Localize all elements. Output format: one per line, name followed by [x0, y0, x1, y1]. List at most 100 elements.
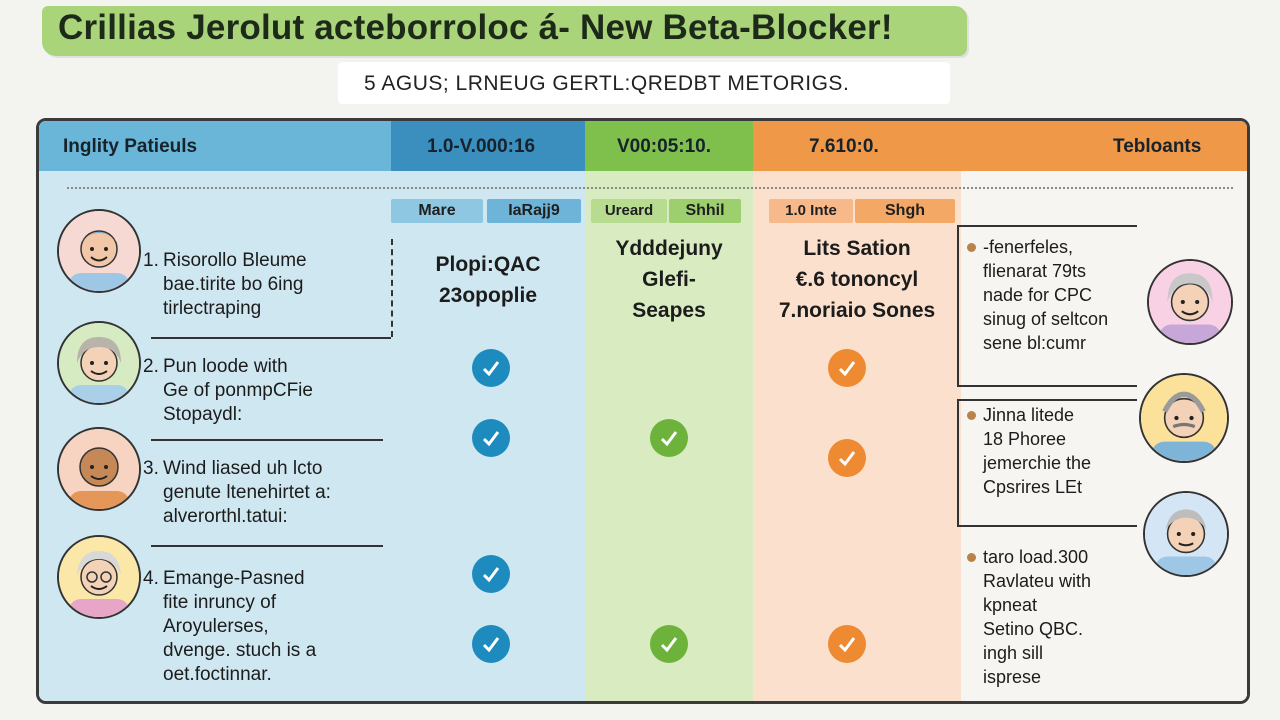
tag-blue-a: Mare — [391, 199, 483, 223]
column-header-notes: Tebloants — [1113, 136, 1202, 157]
list-item: 3. Wind liased uh lcto genute ltenehirte… — [143, 457, 393, 529]
person-avatar-icon — [1145, 493, 1227, 575]
item-line: alverorthl.tatui: — [163, 506, 288, 527]
column-header-orange: 7.610:0. — [809, 136, 879, 157]
check-circle-icon — [472, 555, 510, 593]
page-title: Crillias Jerolut acteborroloc á- New Bet… — [58, 8, 893, 47]
note-item: -fenerfeles, flienarat 79ts nade for CPC… — [967, 235, 1183, 355]
item-number: 2. — [143, 356, 159, 377]
column-header-blue: 1.0-V.000:16 — [427, 136, 536, 157]
note-line: Ravlateu with — [983, 571, 1092, 591]
note-line: kpneat — [983, 595, 1038, 615]
avatar — [1147, 259, 1233, 345]
item-line: Pun loode with — [163, 356, 288, 377]
item-line: Emange-Pasned — [163, 568, 305, 589]
item-line: Stopaydl: — [163, 404, 243, 425]
note-line: sene bl:cumr — [983, 333, 1087, 353]
item-line: oet.foctinnar. — [163, 664, 272, 685]
item-line: dvenge. stuch is a — [163, 640, 317, 661]
header-cell-orange — [753, 121, 1247, 171]
avatar — [57, 535, 141, 619]
item-line: genute ltenehirtet a: — [163, 482, 331, 503]
note-line: isprese — [983, 667, 1042, 687]
bullet-icon — [967, 553, 976, 562]
note-line: -fenerfeles, — [983, 237, 1074, 257]
avatar — [57, 209, 141, 293]
tag-blue-b: IaRajj9 — [487, 199, 581, 223]
column-title-blue: Plopi:QAC 23opoplie — [391, 249, 585, 311]
column-title-line: Glefi- — [642, 268, 696, 291]
person-avatar-icon — [59, 429, 139, 509]
header-cell-blue — [391, 121, 585, 171]
avatar — [57, 321, 141, 405]
column-header-green: V00:05:10. — [617, 136, 712, 157]
person-avatar-icon — [1149, 261, 1231, 343]
list-item: 4. Emange-Pasned fite inruncy of Aroyule… — [143, 567, 393, 687]
item-line: Ge of ponmpCFie — [163, 380, 313, 401]
note-line: Jinna litede — [983, 405, 1075, 425]
column-header-patients: Inglity Patieuls — [63, 136, 198, 157]
note-line: flienarat 79ts — [983, 261, 1087, 281]
check-circle-icon — [472, 625, 510, 663]
person-avatar-icon — [59, 211, 139, 291]
tag-green-b: Shhil — [669, 199, 741, 223]
page-subtitle: 5 AGUS; LRNEUG GERTL:QREDBT METORIGS. — [364, 72, 850, 95]
column-title-green: Ydddejuny Glefi- Seapes — [585, 233, 753, 326]
item-number: 3. — [143, 458, 159, 479]
item-line: fite inruncy of — [163, 592, 276, 613]
note-line: taro load.300 — [983, 547, 1089, 567]
check-circle-icon — [472, 349, 510, 387]
note-line: ingh sill — [983, 643, 1044, 663]
comparison-board: Inglity Patieuls 1.0-V.000:16 V00:05:10.… — [36, 118, 1250, 704]
check-circle-icon — [828, 625, 866, 663]
column-title-line: 7.noriaio Sones — [778, 299, 936, 322]
divider — [151, 337, 391, 339]
item-number: 1. — [143, 250, 159, 271]
person-avatar-icon — [59, 323, 139, 403]
check-circle-icon — [828, 349, 866, 387]
tag-orange-a: 1.0 Inte — [769, 199, 853, 223]
item-number: 4. — [143, 568, 159, 589]
column-title-line: 23opoplie — [438, 284, 538, 307]
column-title-line: Ydddejuny — [615, 237, 723, 260]
note-frame — [957, 399, 1137, 527]
divider — [151, 545, 383, 547]
avatar — [1139, 373, 1229, 463]
note-line: sinug of seltcon — [983, 309, 1109, 329]
check-circle-icon — [828, 439, 866, 477]
item-line: tirlectraping — [163, 298, 262, 319]
note-item: Jinna litede 18 Phoree jemerchie the Cps… — [967, 403, 1183, 499]
item-line: Wind liased uh lcto — [163, 458, 323, 479]
note-line: Setino QBC. — [983, 619, 1084, 639]
bullet-icon — [967, 243, 976, 252]
note-line: Cpsrires LEt — [983, 477, 1083, 497]
column-title-line: €.6 tononcyl — [795, 268, 919, 291]
note-line: jemerchie the — [983, 453, 1092, 473]
tag-orange-b: Shgh — [855, 199, 955, 223]
column-title-line: Lits Sation — [803, 237, 911, 260]
column-title-line: Seapes — [632, 299, 706, 322]
header-divider — [67, 187, 1233, 189]
column-title-line: Plopi:QAC — [435, 253, 541, 276]
person-avatar-icon — [1141, 375, 1227, 461]
list-item: 1. Risorollo Bleume bae.tirite bo 6ing t… — [143, 249, 393, 321]
divider — [391, 239, 393, 337]
subtitle-banner — [338, 62, 950, 104]
person-avatar-icon — [59, 537, 139, 617]
note-line: 18 Phoree — [983, 429, 1067, 449]
check-circle-icon — [472, 419, 510, 457]
column-title-orange: Lits Sation €.6 tononcyl 7.noriaio Sones — [753, 233, 961, 326]
divider — [151, 439, 383, 441]
tag-green-a: Ureard — [591, 199, 667, 223]
title-banner — [42, 6, 967, 56]
check-circle-icon — [650, 625, 688, 663]
item-line: Risorollo Bleume — [163, 250, 307, 271]
note-line: nade for CPC — [983, 285, 1093, 305]
avatar — [1143, 491, 1229, 577]
note-frame — [957, 225, 1137, 387]
item-line: Aroyulerses, — [163, 616, 269, 637]
header-cell-green — [585, 121, 753, 171]
item-line: bae.tirite bo 6ing — [163, 274, 304, 295]
bullet-icon — [967, 411, 976, 420]
list-item: 2. Pun loode with Ge of ponmpCFie Stopay… — [143, 355, 393, 427]
